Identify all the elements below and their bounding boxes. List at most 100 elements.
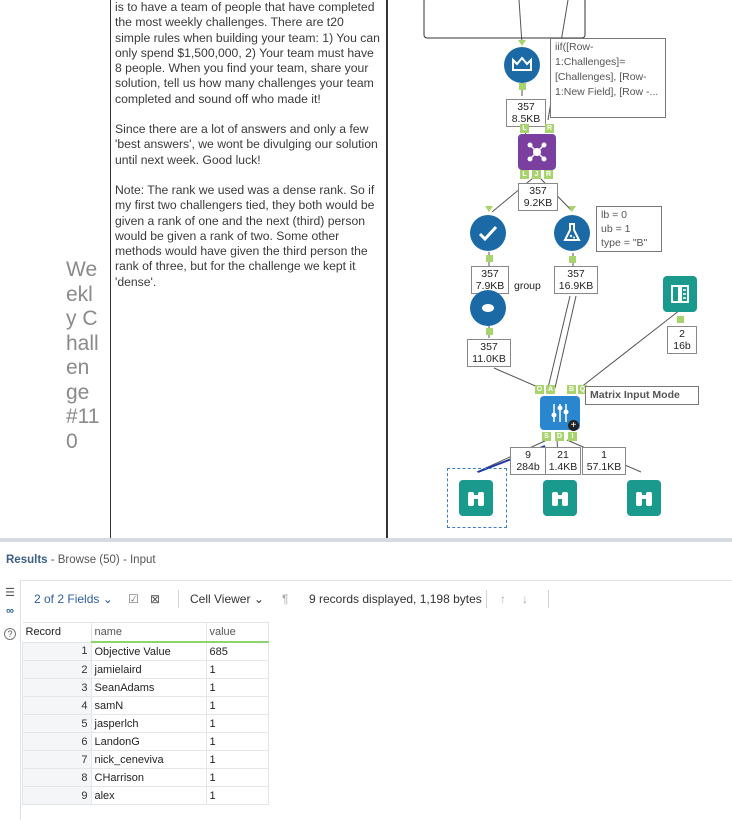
cell-name[interactable]: CHarrison — [90, 768, 207, 787]
cell-value[interactable]: 1 — [205, 768, 269, 787]
opt-output-d-label: 21 1.4KB — [545, 447, 581, 475]
join-nodes-icon — [527, 142, 547, 162]
cell-value[interactable]: 1 — [205, 660, 269, 679]
cell-record[interactable]: 3 — [22, 678, 92, 697]
text-input-tool[interactable] — [663, 276, 697, 312]
cell-name[interactable]: SeanAdams — [90, 678, 207, 697]
arrow-up-icon[interactable]: ↑ — [500, 592, 506, 606]
pilcrow-icon[interactable]: ¶ — [282, 592, 289, 606]
cell-value[interactable]: 1 — [205, 750, 269, 769]
comment-box-border-right — [386, 0, 388, 538]
binoculars-icon — [552, 492, 568, 506]
column-header-record[interactable]: Record — [22, 622, 92, 643]
cell-name[interactable]: jasperlch — [90, 714, 207, 733]
cell-record[interactable]: 6 — [22, 732, 92, 751]
text-input-output-label: 2 16b — [667, 326, 697, 354]
cell-name[interactable]: Objective Value — [90, 641, 207, 661]
browse-tool-1[interactable] — [459, 480, 493, 516]
panel-divider[interactable] — [0, 538, 732, 542]
text-input-output-anchor — [677, 316, 684, 323]
opt-port-a: A — [546, 385, 555, 394]
simulation-input-anchor — [568, 206, 576, 212]
join-output-label: 357 9.2KB — [518, 183, 558, 211]
column-header-value[interactable]: value — [205, 622, 269, 643]
cell-name[interactable]: nick_ceneviva — [90, 750, 207, 769]
cell-record[interactable]: 2 — [22, 660, 92, 679]
check-icon — [478, 225, 498, 242]
check-output-label: 357 7.9KB — [471, 266, 509, 294]
cell-name[interactable]: jamielaird — [90, 660, 207, 679]
cell-name[interactable]: alex — [90, 786, 207, 805]
cell-name[interactable]: samN — [90, 696, 207, 715]
check-output-anchor — [486, 255, 493, 262]
list-view-icon[interactable]: ☰ — [5, 587, 15, 599]
cell-name[interactable]: LandonG — [90, 732, 207, 751]
column-header-name[interactable]: name — [90, 622, 207, 643]
simulation-sampling-tool[interactable] — [554, 215, 590, 251]
help-icon[interactable]: ? — [4, 628, 16, 640]
checklist-icon[interactable]: ☑ — [128, 592, 139, 606]
cell-record[interactable]: 8 — [22, 768, 92, 787]
chevron-down-icon: ⌄ — [253, 592, 264, 606]
cell-value[interactable]: 1 — [205, 696, 269, 715]
deselect-icon[interactable]: ⊠ — [150, 592, 161, 606]
join-out-l: L — [520, 170, 529, 179]
join-tool[interactable] — [518, 134, 556, 170]
cell-value[interactable]: 685 — [205, 641, 269, 661]
cell-value[interactable]: 1 — [205, 786, 269, 805]
cell-value[interactable]: 1 — [205, 714, 269, 733]
summarize-tool[interactable] — [470, 290, 506, 326]
join-out-r: R — [544, 170, 553, 179]
cell-viewer-label: Cell Viewer — [190, 592, 251, 606]
cell-record[interactable]: 7 — [22, 750, 92, 769]
cell-viewer-dropdown[interactable]: Cell Viewer ⌄ — [190, 592, 264, 606]
formula-output-anchor — [519, 83, 526, 90]
opt-output-s-label: 9 284b — [510, 447, 546, 475]
book-icon — [671, 285, 689, 303]
cell-record[interactable]: 1 — [22, 641, 92, 661]
opt-port-q: Q — [578, 385, 587, 394]
workflow-canvas[interactable]: Weekly Challenge #110 is to have a team … — [0, 0, 732, 538]
week-title: Weekly Challenge #110 — [66, 258, 100, 453]
binoculars-icon — [468, 492, 484, 506]
browse-tool-2[interactable] — [543, 480, 577, 516]
simulation-output-anchor — [569, 256, 576, 263]
check-tool[interactable] — [470, 215, 506, 251]
summarize-output-anchor — [486, 328, 493, 335]
formula-input-anchor — [518, 40, 526, 46]
chevron-down-icon: ⌄ — [102, 592, 113, 606]
optimization-annotation: Matrix Input Mode — [585, 386, 699, 405]
fields-dropdown[interactable]: 2 of 2 Fields ⌄ — [34, 592, 113, 606]
cell-record[interactable]: 9 — [22, 786, 92, 805]
opt-out-i: I — [568, 432, 577, 441]
cell-record[interactable]: 5 — [22, 714, 92, 733]
join-port-l: L — [520, 124, 529, 133]
cell-record[interactable]: 4 — [22, 696, 92, 715]
cell-value[interactable]: 1 — [205, 732, 269, 751]
multi-row-formula-tool[interactable] — [504, 47, 540, 83]
arrow-down-icon[interactable]: ↓ — [522, 592, 528, 606]
opt-output-i-label: 1 57.1KB — [582, 447, 626, 475]
plus-badge-icon: + — [568, 420, 579, 431]
binoculars-view-icon[interactable]: ∞ — [6, 605, 14, 617]
cell-value[interactable]: 1 — [205, 678, 269, 697]
comment-paragraph-3: Note: The rank we used was a dense rank.… — [115, 182, 375, 289]
formula-annotation: iif([Row-1:Challenges]= [Challenges], [R… — [550, 38, 666, 118]
flask-icon — [563, 223, 581, 241]
join-port-r: R — [545, 124, 554, 133]
browse-tool-3[interactable] — [627, 480, 661, 516]
opt-out-s: S — [542, 432, 551, 441]
results-title: Results - Browse (50) - Input — [6, 554, 156, 566]
